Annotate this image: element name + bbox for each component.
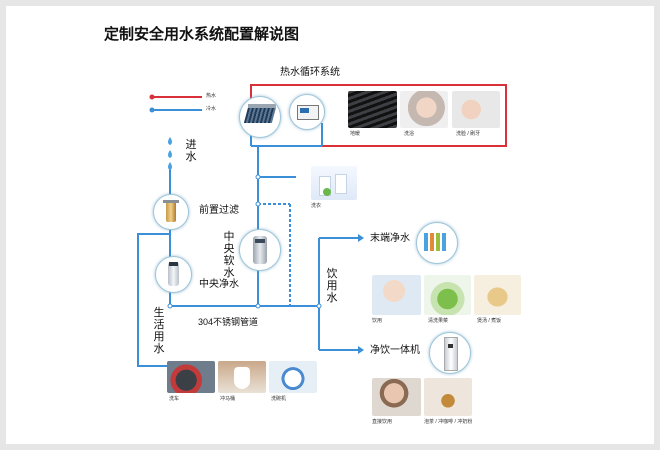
filter-cartridge xyxy=(424,233,428,251)
dispenser-label: 净饮一体机 xyxy=(370,345,420,356)
junction-dot xyxy=(255,303,261,309)
purifier-head xyxy=(169,262,178,266)
arrow-terminal xyxy=(358,234,364,242)
solar-collector-icon xyxy=(239,96,281,138)
direct-drink-image xyxy=(372,378,421,416)
pipe-label: 304不锈钢管道 xyxy=(198,317,259,327)
caption-car-wash: 洗车 xyxy=(169,396,180,402)
dishes-image xyxy=(269,361,317,393)
arrow-dispenser xyxy=(358,346,364,354)
face-teeth-image xyxy=(452,91,500,128)
hot-loop-label: 热水循环系统 xyxy=(280,67,340,78)
prefilter-label: 前置过滤 xyxy=(199,205,239,216)
caption-tea-coffee: 泡茶 / 冲咖啡 / 冲奶粉 xyxy=(424,419,473,425)
controller-box xyxy=(297,105,319,120)
legend-hot-dot xyxy=(149,94,155,100)
terminal-purifier-icon xyxy=(416,222,458,264)
filter-cap xyxy=(163,200,179,203)
toilet-image xyxy=(218,361,266,393)
wash-veg-image xyxy=(424,275,471,315)
central-purifier-icon xyxy=(155,256,192,293)
filter-body xyxy=(166,200,176,222)
diagram-canvas: 定制安全用水系统配置解说图 热水 冷水 热水循环系统 地暖 洗浴 洗脸 / 刷牙… xyxy=(6,6,654,444)
water-drops-icon xyxy=(168,137,172,170)
panel-shape xyxy=(243,107,277,123)
caption-toilet: 冲马桶 xyxy=(220,396,236,402)
caption-floor-heating: 地暖 xyxy=(350,131,361,137)
tank-shape xyxy=(248,104,276,108)
living-water-label: 生活用水 xyxy=(153,307,165,355)
bath-image xyxy=(400,91,448,128)
caption-direct-drink: 直接饮用 xyxy=(372,419,393,425)
dispenser-icon xyxy=(429,332,471,374)
drop xyxy=(168,150,172,158)
softener-label: 中央软水 xyxy=(223,231,235,279)
legend-cold-dot xyxy=(149,107,155,113)
junction-dot xyxy=(255,201,261,207)
junction-dot xyxy=(316,303,322,309)
leaf-shape xyxy=(323,188,331,196)
junction-dot xyxy=(255,174,261,180)
filter-cartridge xyxy=(430,233,434,251)
cold-water-pipes xyxy=(137,123,364,367)
page-title: 定制安全用水系统配置解说图 xyxy=(104,26,300,43)
pipe-living-water xyxy=(137,233,171,367)
caption-wash-veg: 清洗果菜 xyxy=(428,318,449,324)
junction-dot xyxy=(167,303,173,309)
legend-lines xyxy=(149,94,202,113)
caption-cook: 煲汤 / 煮饭 xyxy=(477,318,502,324)
laundry-image xyxy=(311,166,357,200)
filter-cartridge xyxy=(436,233,440,251)
terminal-purifier-label: 末端净水 xyxy=(370,233,410,244)
drink-image xyxy=(372,275,421,315)
caption-face-teeth: 洗脸 / 刷牙 xyxy=(456,131,481,137)
controller-icon xyxy=(289,94,325,130)
inlet-label: 进水 xyxy=(185,139,197,163)
legend-cold-label: 冷水 xyxy=(206,106,217,112)
car-wash-image xyxy=(167,361,215,393)
caption-bath: 洗浴 xyxy=(404,131,415,137)
floor-heating-image xyxy=(348,91,397,128)
toilet-shape xyxy=(234,367,250,389)
pipe-network xyxy=(137,84,507,367)
dispenser-panel xyxy=(448,344,453,348)
softener-icon xyxy=(239,229,281,271)
central-purifier-label: 中央净水 xyxy=(199,279,239,290)
prefilter-icon xyxy=(153,194,189,230)
controller-screen xyxy=(300,108,309,113)
softener-head xyxy=(255,239,265,243)
cook-image xyxy=(474,275,521,315)
drop xyxy=(168,162,172,170)
filter-cartridge xyxy=(442,233,446,251)
caption-dishes: 洗碗机 xyxy=(271,396,287,402)
tea-coffee-image xyxy=(424,378,472,416)
caption-drink: 饮用 xyxy=(372,318,383,324)
clothes-shape xyxy=(335,174,347,194)
dispenser-body xyxy=(444,337,458,371)
junction-dots xyxy=(167,174,322,309)
caption-laundry: 洗衣 xyxy=(311,203,322,209)
softener-tank xyxy=(253,236,267,264)
legend-hot-label: 热水 xyxy=(206,93,217,99)
drinking-water-label: 饮用水 xyxy=(326,268,338,304)
drop xyxy=(168,137,172,145)
purifier-tank xyxy=(168,262,179,286)
